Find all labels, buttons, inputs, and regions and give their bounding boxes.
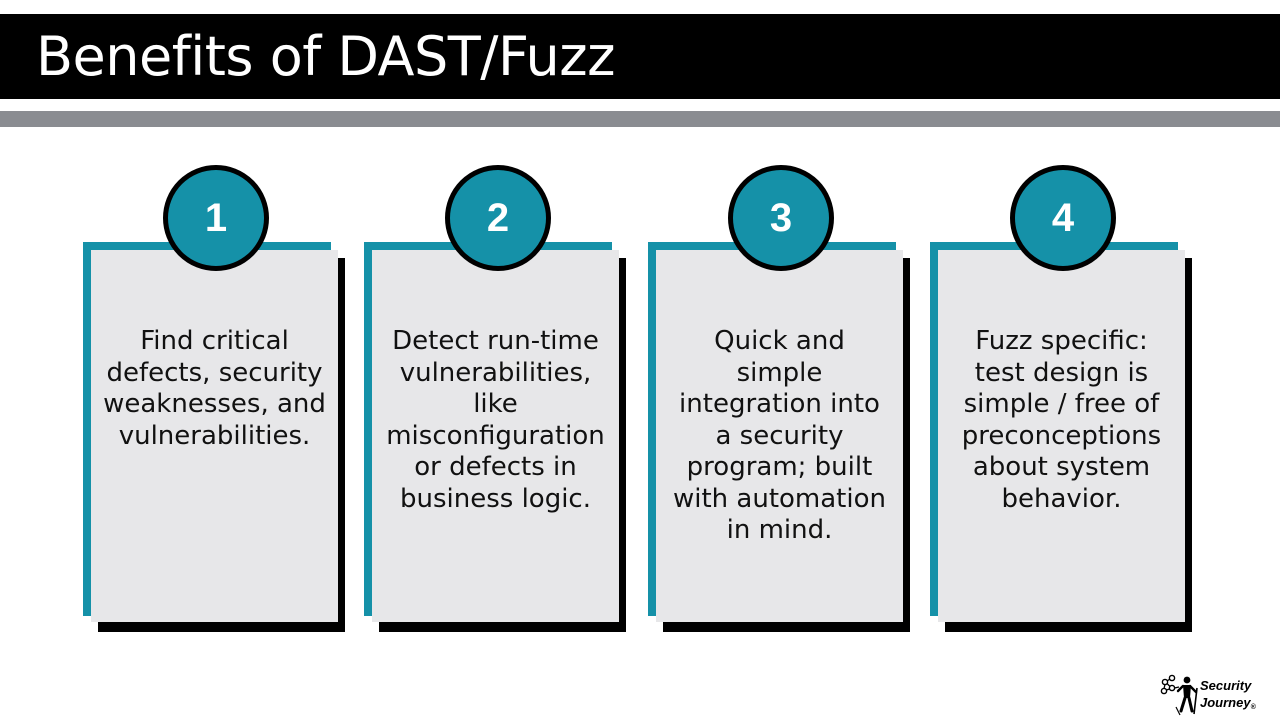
badge-number: 2 — [486, 196, 510, 240]
badge-number: 4 — [1051, 196, 1075, 240]
number-badge-1: 1 — [163, 165, 269, 271]
card-body: Detect run-time vulnerabilities, like mi… — [372, 250, 619, 622]
slide-title: Benefits of DAST/Fuzz — [36, 25, 615, 88]
title-bar: Benefits of DAST/Fuzz — [0, 14, 1280, 99]
logo-line-1: Security — [1200, 678, 1252, 693]
benefit-card-2: Detect run-time vulnerabilities, like mi… — [364, 242, 626, 632]
logo-line-2: Journey® — [1200, 694, 1256, 716]
number-badge-3: 3 — [728, 165, 834, 271]
registered-mark: ® — [1250, 704, 1256, 711]
card-text: Fuzz specific: test design is simple / f… — [961, 326, 1162, 514]
number-badge-4: 4 — [1010, 165, 1116, 271]
badge-number: 1 — [204, 196, 228, 240]
card-body: Quick and simple integration into a secu… — [656, 250, 903, 622]
benefit-card-3: Quick and simple integration into a secu… — [648, 242, 910, 632]
divider-bar — [0, 111, 1280, 127]
card-body: Find critical defects, security weakness… — [91, 250, 338, 622]
card-body: Fuzz specific: test design is simple / f… — [938, 250, 1185, 622]
card-text: Detect run-time vulnerabilities, like mi… — [386, 326, 605, 514]
logo-wordmark: Security Journey® — [1200, 677, 1256, 716]
number-badge-2: 2 — [445, 165, 551, 271]
card-text: Find critical defects, security weakness… — [103, 326, 326, 451]
benefit-card-1: Find critical defects, security weakness… — [83, 242, 345, 632]
card-text: Quick and simple integration into a secu… — [672, 326, 886, 545]
benefit-card-4: Fuzz specific: test design is simple / f… — [930, 242, 1192, 632]
hiker-network-icon — [1160, 674, 1198, 716]
security-journey-logo: Security Journey® — [1160, 674, 1272, 716]
badge-number: 3 — [769, 196, 793, 240]
logo-line-2-text: Journey — [1200, 695, 1251, 710]
